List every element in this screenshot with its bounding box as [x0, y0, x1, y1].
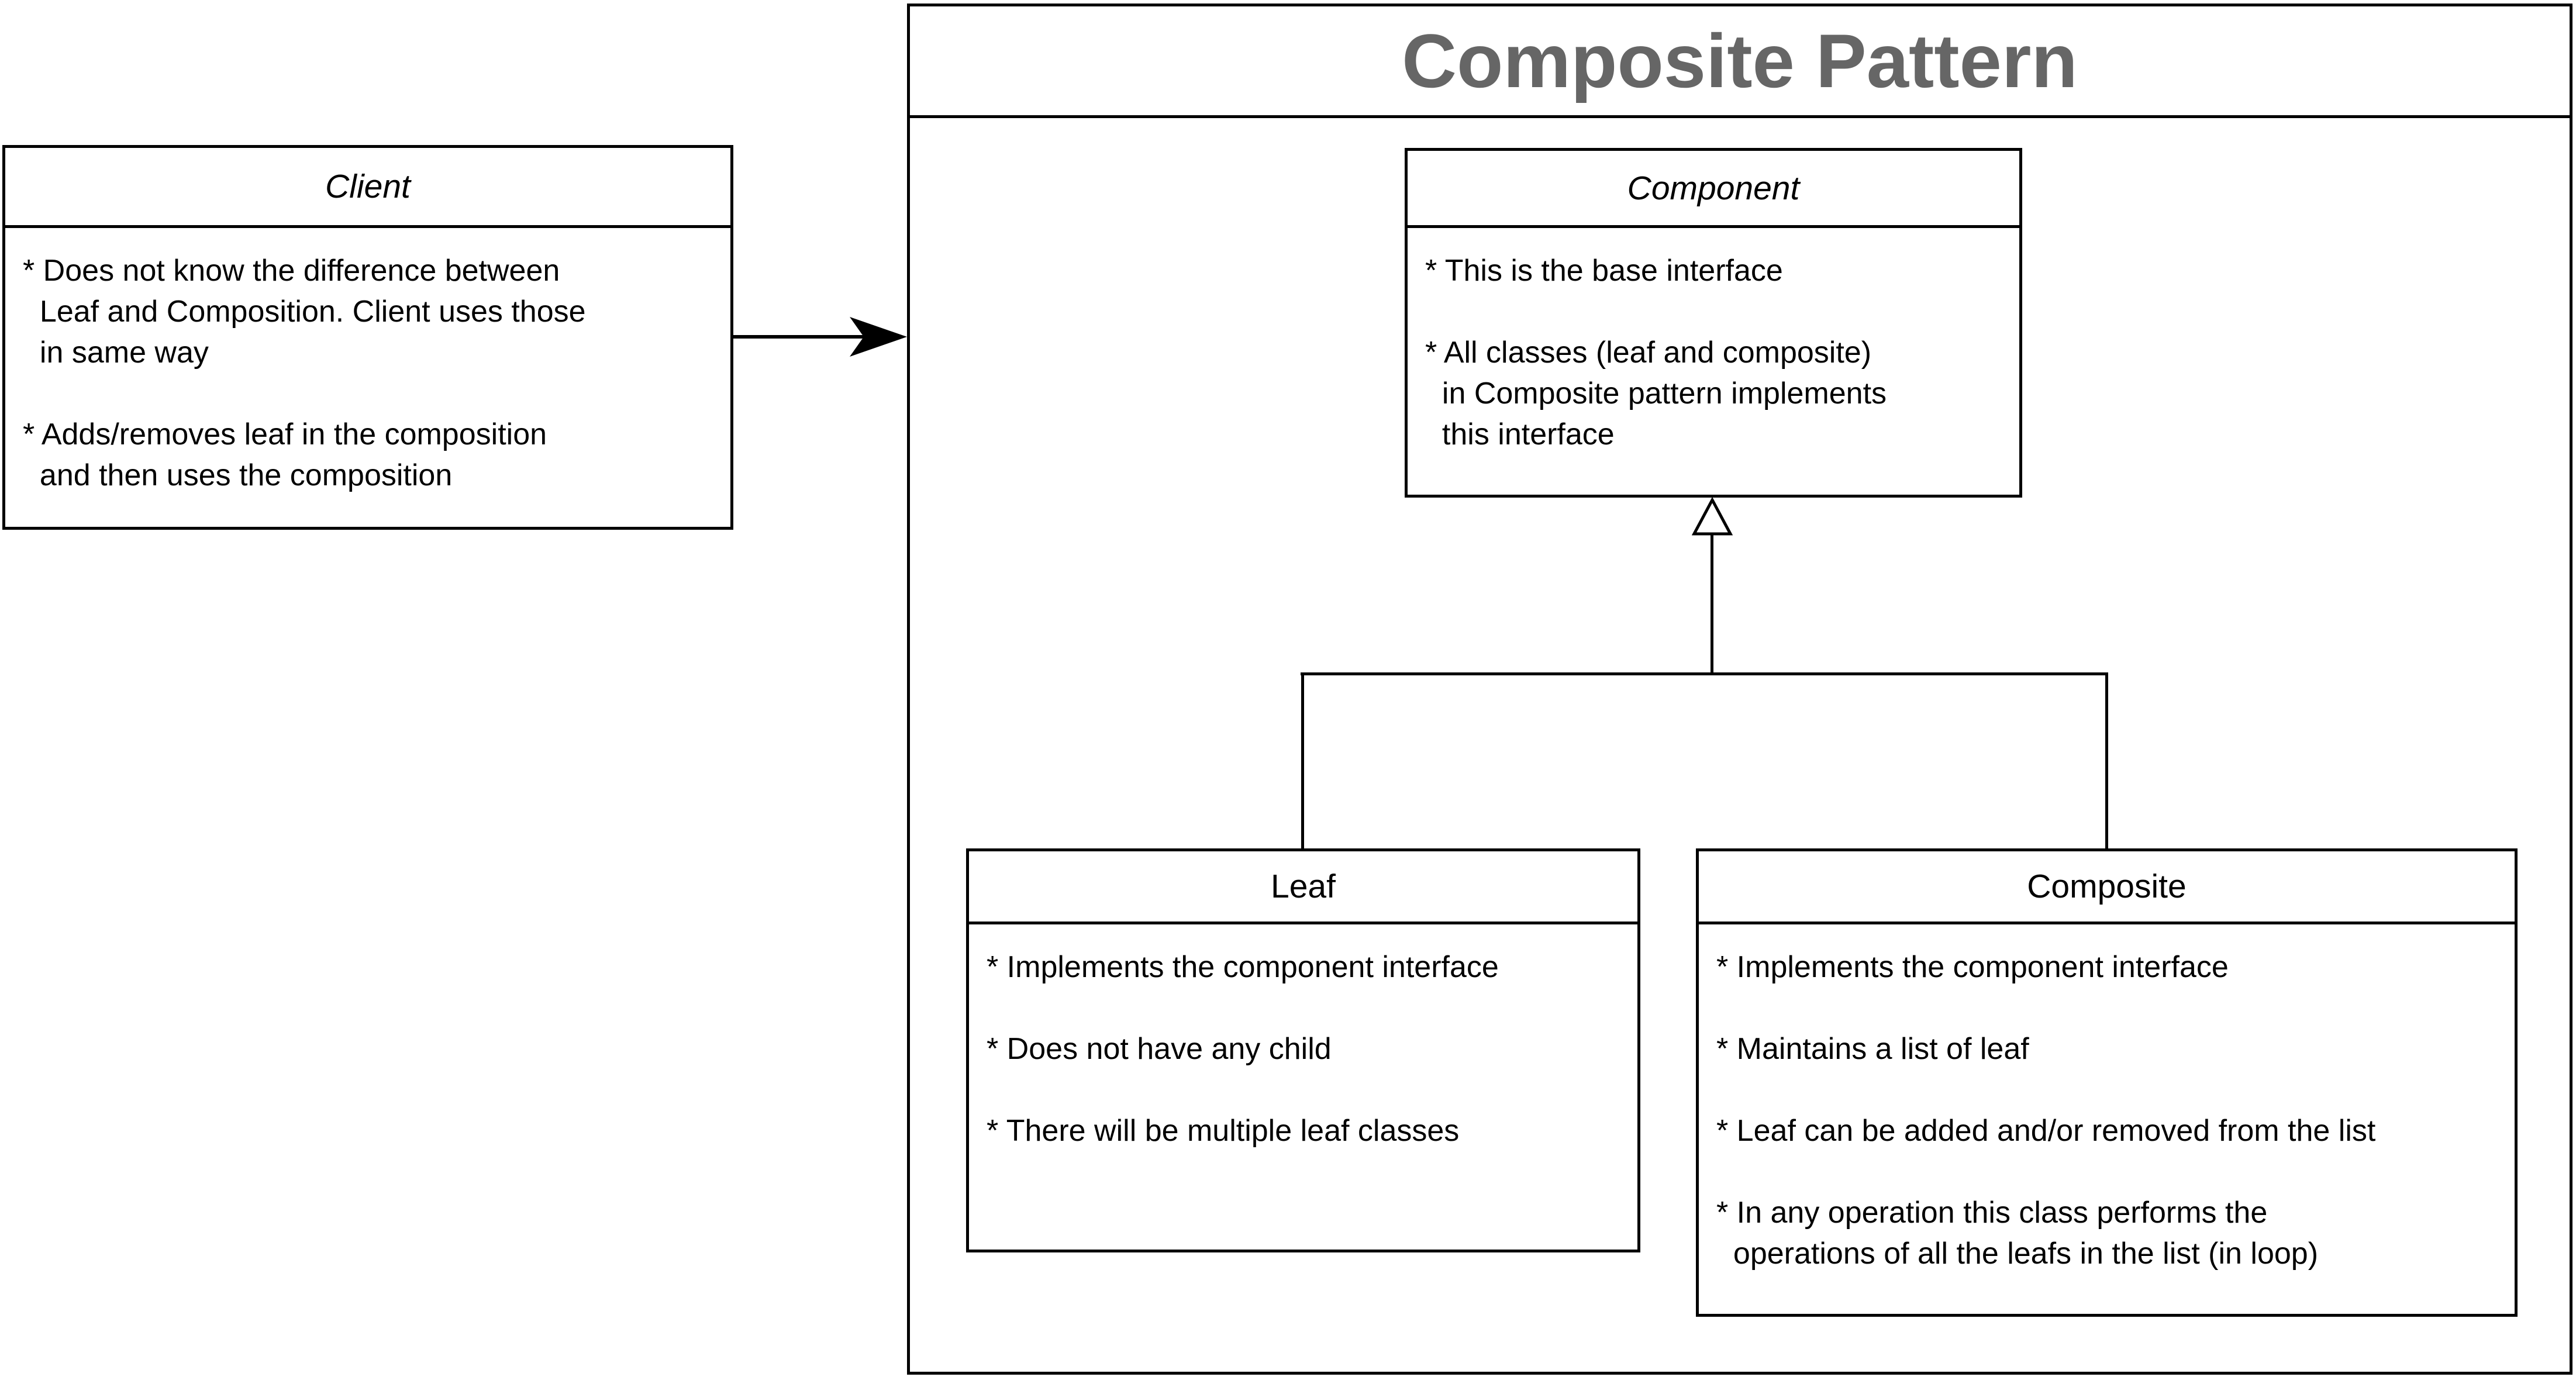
- client-box-body: * Does not know the difference between L…: [23, 254, 586, 492]
- generalization-triangle-icon: [1692, 498, 1733, 536]
- component-box: Component * This is the base interface *…: [1405, 148, 2022, 498]
- client-box: Client * Does not know the difference be…: [2, 145, 733, 530]
- leaf-box-body: * Implements the component interface * D…: [987, 950, 1499, 1148]
- component-box-title: Component: [1408, 151, 2019, 228]
- leaf-connector-line: [1301, 672, 1304, 848]
- composite-box-title: Composite: [1699, 851, 2515, 924]
- client-association-line: [732, 335, 870, 339]
- leaf-box: Leaf * Implements the component interfac…: [966, 848, 1640, 1252]
- client-box-title: Client: [5, 148, 730, 228]
- frame-header: Composite Pattern: [910, 6, 2570, 118]
- component-box-body: * This is the base interface * All class…: [1425, 254, 1887, 451]
- generalization-vertical-line: [1711, 535, 1713, 674]
- composite-box: Composite * Implements the component int…: [1696, 848, 2518, 1317]
- generalization-horizontal-line: [1301, 672, 2108, 675]
- composite-box-body: * Implements the component interface * M…: [1716, 950, 2376, 1271]
- leaf-box-title: Leaf: [969, 851, 1637, 924]
- composite-connector-line: [2105, 672, 2108, 848]
- diagram-title: Composite Pattern: [1402, 18, 2078, 103]
- arrowhead-icon: [850, 317, 907, 357]
